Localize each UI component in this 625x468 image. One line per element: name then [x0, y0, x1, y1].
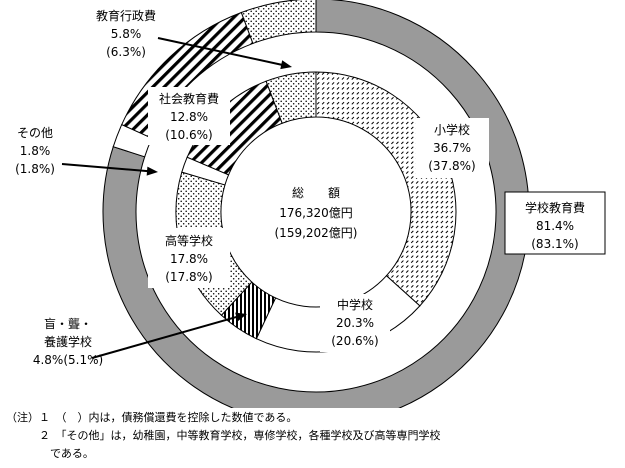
label-other: その他 1.8% (1.8%) [15, 126, 55, 176]
leader-other-arrowhead [146, 166, 158, 176]
center-total: 176,320億円 [279, 206, 353, 220]
label-administration-prev: (6.3%) [106, 45, 146, 59]
label-school-education-name: 学校教育費 [525, 200, 585, 215]
label-other-prev: (1.8%) [15, 162, 55, 176]
leader-administration-line [157, 37, 284, 67]
leader-administration-arrowhead [280, 60, 292, 70]
label-special-school: 盲・聾・ 養護学校 4.8%(5.1%) [33, 316, 103, 367]
outer-segment-3 [240, 0, 317, 45]
label-administration-value: 5.8% [111, 27, 142, 41]
leader-special-school-arrowhead [235, 312, 247, 322]
inner-segment-6 [265, 71, 317, 124]
label-junior-high: 中学校 20.3% (20.6%) [320, 294, 390, 352]
label-school-education-value: 81.4% [536, 219, 574, 233]
label-administration: 教育行政費 5.8% (6.3%) [96, 8, 156, 59]
label-other-value: 1.8% [20, 144, 51, 158]
label-elementary-name: 小学校 [434, 122, 470, 137]
leader-other-line [61, 163, 150, 173]
label-special-school-name-1: 盲・聾・ [44, 316, 92, 331]
label-high-school-prev: (17.8%) [165, 270, 212, 284]
footnote-3: である。 [6, 447, 94, 460]
label-junior-high-prev: (20.6%) [331, 334, 378, 348]
label-special-school-value: 4.8%(5.1%) [33, 353, 103, 367]
label-social-education: 社会教育費 12.8% (10.6%) [148, 87, 230, 145]
label-social-education-prev: (10.6%) [165, 128, 212, 142]
label-school-education: 学校教育費 81.4% (83.1%) [504, 191, 606, 255]
label-other-name: その他 [17, 126, 53, 140]
footnote-2: ２ 「その他」は，幼稚園，中等教育学校，専修学校，各種学校及び高等専門学校 [6, 429, 441, 442]
label-administration-name: 教育行政費 [96, 8, 156, 23]
label-junior-high-name: 中学校 [337, 297, 373, 312]
label-high-school: 高等学校 17.8% (17.8%) [148, 228, 230, 288]
leader-lines [61, 37, 292, 359]
label-elementary-value: 36.7% [433, 141, 471, 155]
donut-chart: 総 額 176,320億円 (159,202億円) 学校教育費 81.4% (8… [15, 0, 606, 408]
label-junior-high-value: 20.3% [336, 316, 374, 330]
center-label: 総 額 176,320億円 (159,202億円) [275, 186, 358, 240]
label-elementary-prev: (37.8%) [428, 159, 475, 173]
label-high-school-value: 17.8% [170, 252, 208, 266]
center-title: 総 額 [292, 186, 340, 200]
center-total-prev: (159,202億円) [275, 226, 358, 240]
footnote-1: （注）１ （ ）内は，債務償還費を控除した数値である。 [6, 411, 298, 424]
leader-special-school-line [91, 315, 239, 359]
label-social-education-name: 社会教育費 [159, 91, 219, 106]
label-elementary: 小学校 36.7% (37.8%) [416, 118, 489, 178]
label-school-education-prev: (83.1%) [531, 237, 578, 251]
label-social-education-value: 12.8% [170, 110, 208, 124]
label-high-school-name: 高等学校 [165, 233, 213, 248]
label-special-school-name-2: 養護学校 [44, 334, 92, 349]
